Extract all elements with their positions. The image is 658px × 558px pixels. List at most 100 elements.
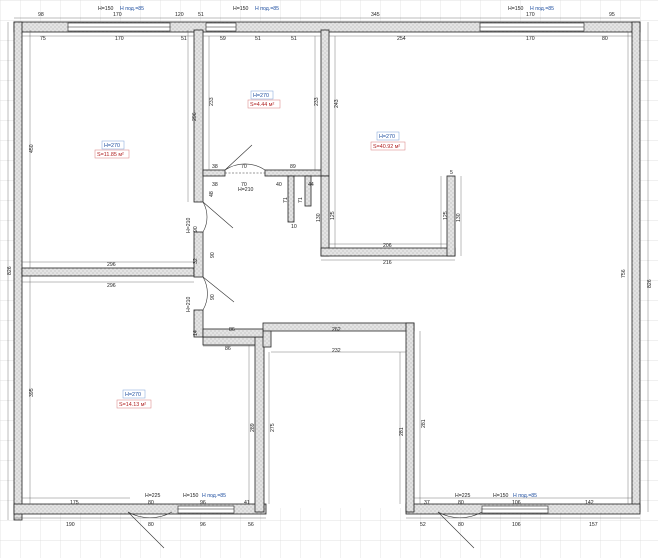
room-label-4: H=270 S=14.13 м²: [116, 389, 152, 409]
svg-text:51: 51: [255, 36, 261, 42]
svg-text:H под.=85: H под.=85: [120, 6, 144, 12]
svg-text:345: 345: [371, 12, 380, 18]
svg-text:125: 125: [443, 211, 449, 220]
svg-text:H=270: H=270: [379, 134, 395, 140]
svg-text:S=11.85 м²: S=11.85 м²: [97, 152, 124, 158]
bottom-inner-dims: 175 80 96 41 37 80 106 142: [70, 500, 594, 506]
svg-text:86: 86: [225, 346, 231, 352]
left-door-dims: 90 32 90 90 14: [193, 226, 216, 336]
svg-text:232: 232: [332, 348, 341, 354]
window-label-1: H=150 H под.=85: [98, 6, 144, 12]
svg-text:130: 130: [316, 213, 322, 222]
top-outer-dims: 98 170 120 51 345 170 95: [38, 12, 615, 18]
svg-text:H под.=85: H под.=85: [530, 6, 554, 12]
svg-text:71: 71: [283, 197, 289, 203]
svg-text:51: 51: [291, 36, 297, 42]
svg-text:281: 281: [399, 427, 405, 436]
dimension-lines: [7, 17, 649, 520]
center-dims: 86 262 86 232 275 289 281 281: [225, 327, 427, 436]
svg-text:96: 96: [200, 500, 206, 506]
dim-alcove-inner: 206: [383, 243, 392, 249]
dim-hall-right: 243: [334, 99, 340, 108]
svg-text:106: 106: [512, 522, 521, 528]
svg-text:96: 96: [200, 522, 206, 528]
svg-text:70: 70: [241, 164, 247, 170]
svg-text:10: 10: [291, 224, 297, 230]
svg-text:125: 125: [330, 211, 336, 220]
svg-text:106: 106: [512, 500, 521, 506]
door-small-room: [224, 144, 266, 171]
dim-right-inner: 756: [621, 269, 627, 278]
svg-text:157: 157: [589, 522, 598, 528]
bottom-outer-dims: 190 80 96 56 52 80 106 157: [66, 522, 598, 528]
svg-text:56: 56: [248, 522, 254, 528]
window-label-2: H=150 H под.=85: [233, 6, 279, 12]
svg-text:86: 86: [229, 327, 235, 333]
svg-text:89: 89: [290, 164, 296, 170]
door-room4: [202, 276, 235, 311]
corridor-dims: 38 70 89 38 70 40 44: [212, 164, 314, 188]
window-5: [481, 505, 549, 514]
room-label-1: H=270 S=11.85 м²: [94, 140, 130, 159]
svg-text:38: 38: [212, 164, 218, 170]
svg-text:170: 170: [115, 36, 124, 42]
svg-text:130: 130: [456, 213, 462, 222]
balcony-right-door-label: H=225: [455, 493, 471, 499]
svg-text:H под.=85: H под.=85: [513, 493, 537, 499]
svg-text:52: 52: [420, 522, 426, 528]
svg-text:40: 40: [276, 182, 282, 188]
top-inner-dims: 75 170 51 59 51 51 254 170 80: [40, 36, 608, 42]
svg-text:59: 59: [220, 36, 226, 42]
svg-text:275: 275: [270, 423, 276, 432]
svg-text:H под.=85: H под.=85: [202, 493, 226, 499]
svg-text:75: 75: [40, 36, 46, 42]
hall-door-label: H=210: [238, 187, 254, 193]
svg-text:H=270: H=270: [253, 93, 269, 99]
svg-text:14: 14: [193, 330, 199, 336]
svg-text:71: 71: [298, 197, 304, 203]
svg-text:262: 262: [332, 327, 341, 333]
svg-text:80: 80: [458, 500, 464, 506]
svg-text:H=150: H=150: [508, 6, 524, 12]
svg-text:289: 289: [250, 423, 256, 432]
svg-text:90: 90: [210, 294, 216, 300]
dim-right-outer: 826: [647, 279, 653, 288]
dim-room2-left: 233: [209, 97, 215, 106]
svg-text:48: 48: [209, 191, 215, 197]
svg-text:S=40.92 м²: S=40.92 м²: [373, 144, 400, 150]
svg-text:170: 170: [526, 12, 535, 18]
small-dims: 48 71 71 10 130 125 125 130 5: [209, 170, 462, 230]
svg-text:S=4.44 м²: S=4.44 м²: [250, 102, 274, 108]
window-4: [177, 505, 235, 514]
svg-text:32: 32: [193, 258, 199, 264]
svg-text:90: 90: [210, 252, 216, 258]
dim-room4-height: 395: [29, 388, 35, 397]
svg-text:S=14.13 м²: S=14.13 м²: [119, 402, 146, 408]
svg-text:41: 41: [244, 500, 250, 506]
dim-room2-right: 233: [314, 97, 320, 106]
svg-text:37: 37: [424, 500, 430, 506]
svg-text:80: 80: [148, 500, 154, 506]
window-label-3: H=150 H под.=85: [508, 6, 554, 12]
svg-text:90: 90: [193, 226, 199, 232]
room-label-3: H=270 S=40.92 м²: [370, 131, 406, 151]
svg-text:5: 5: [450, 170, 453, 176]
svg-text:95: 95: [609, 12, 615, 18]
dim-room1-height: 450: [29, 144, 35, 153]
svg-text:51: 51: [181, 36, 187, 42]
dim-room4-top: 296: [107, 283, 116, 289]
svg-text:281: 281: [421, 419, 427, 428]
svg-text:170: 170: [526, 36, 535, 42]
dim-room1-bottom: 296: [107, 262, 116, 268]
left-door-lower-label: H=210: [186, 296, 192, 312]
svg-text:175: 175: [70, 500, 79, 506]
door-room1: [202, 201, 234, 233]
svg-text:H=270: H=270: [125, 392, 141, 398]
svg-text:H=150: H=150: [233, 6, 249, 12]
room-label-2: H=270 S=4.44 м²: [247, 90, 281, 109]
svg-text:38: 38: [212, 182, 218, 188]
svg-text:H=150: H=150: [183, 493, 199, 499]
svg-text:98: 98: [38, 12, 44, 18]
svg-text:44: 44: [308, 182, 314, 188]
